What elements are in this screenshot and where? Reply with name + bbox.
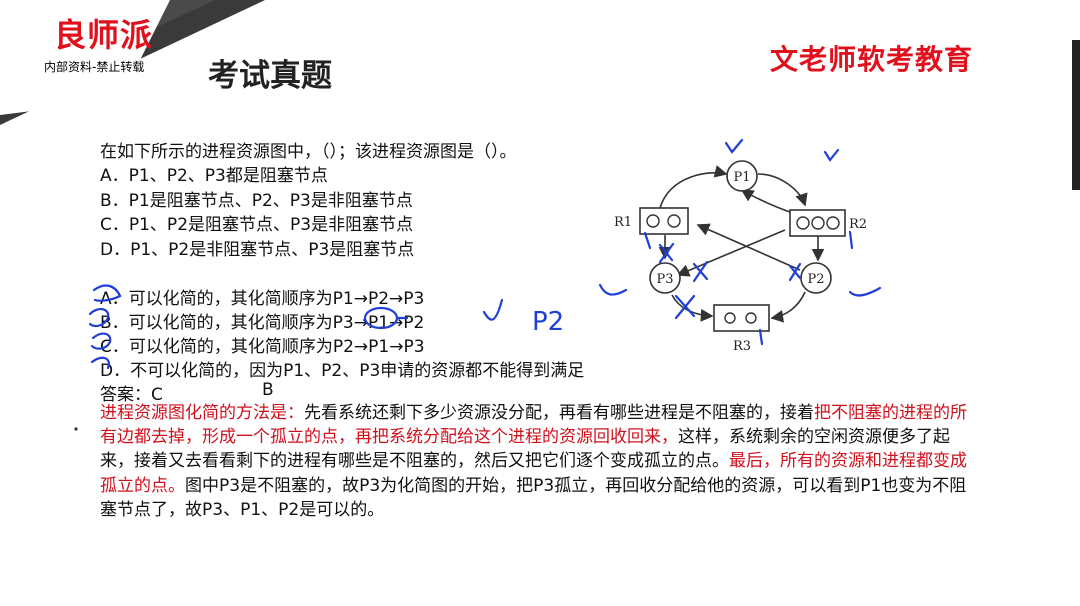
- resource-r2-label: R2: [849, 217, 867, 232]
- explanation-highlight-1: 把不阻塞的进程的所有边都去掉，形成一个孤立的点，再把系统分配给这个进程的资源回收…: [100, 403, 967, 448]
- question-stem: 在如下所示的进程资源图中，（）；该进程资源图是（）。: [100, 142, 517, 162]
- process-p1-label: P1: [733, 170, 750, 185]
- brand-logo: 良师派: [54, 16, 154, 54]
- explanation-method: 进程资源图化简的方法是：: [100, 403, 304, 423]
- process-resource-diagram: P1 P2 P3 R1 R2 R3: [590, 130, 890, 364]
- explanation-part-1: 先看系统还剩下多少资源没分配，再看有哪些进程是不阻塞的，接着: [304, 403, 814, 423]
- right-edge-bar: [1072, 40, 1080, 190]
- option-2-d: D．不可以化简的，因为P1、P2、P3申请的资源都不能得到满足: [100, 361, 585, 381]
- explanation-part-2: 这样，系统剩余的空闲资源便多了起来，接着又去看看剩下的进程有哪些是不阻塞的，然后…: [100, 427, 950, 472]
- process-p2-label: P2: [807, 272, 824, 287]
- explanation-highlight-2: 最后，所有的资源和进程都变成孤立的点。: [100, 451, 967, 496]
- option-2-a: A．可以化简的，其化简顺序为P1→P2→P3: [100, 289, 425, 309]
- option-2-c: C．可以化简的，其化简顺序为P2→P1→P3: [100, 337, 425, 357]
- explanation: 进程资源图化简的方法是：先看系统还剩下多少资源没分配，再看有哪些进程是不阻塞的，…: [100, 401, 970, 522]
- handwritten-p2: P2: [532, 307, 564, 337]
- option-1-c: C．P1、P2是阻塞节点、P3是非阻塞节点: [100, 215, 414, 235]
- internal-note: 内部资料-禁止转载: [44, 60, 145, 74]
- option-2-b: B．可以化简的，其化简顺序为P3→P1→P2: [100, 313, 425, 333]
- explanation-part-3: 图中P3是不阻塞的，故P3为化简图的开始，把P3孤立，再回收分配给他的资源，可以…: [100, 475, 967, 520]
- corner-banner: [0, 0, 320, 125]
- answer-second: B: [262, 380, 274, 400]
- option-1-a: A．P1、P2、P3都是阻塞节点: [100, 166, 328, 186]
- page-title: 考试真题: [208, 58, 332, 94]
- teacher-brand: 文老师软考教育: [770, 43, 974, 76]
- answer-label: 答案：C: [100, 385, 163, 405]
- resource-r3-label: R3: [733, 339, 751, 354]
- process-p3-label: P3: [656, 272, 673, 287]
- resource-r1-label: R1: [614, 215, 632, 230]
- option-1-d: D．P1、P2是非阻塞节点、P3是阻塞节点: [100, 240, 415, 260]
- option-1-b: B．P1是阻塞节点、P2、P3是非阻塞节点: [100, 191, 413, 211]
